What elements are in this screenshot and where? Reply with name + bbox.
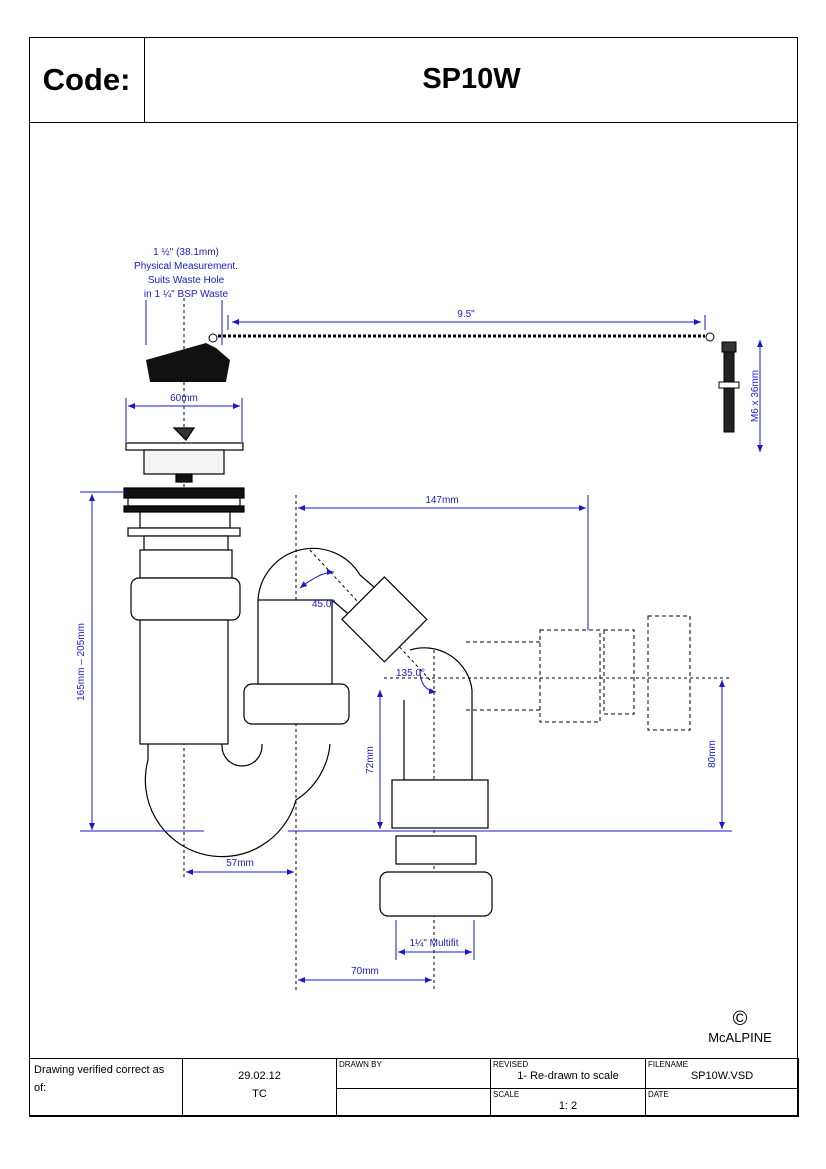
height-72-label: 72mm: [365, 746, 376, 774]
multifit-label: 1¼" Multifit: [409, 937, 458, 949]
code-label: Code:: [29, 37, 145, 123]
trap-body: [144, 547, 493, 917]
copyright: © McALPINE: [702, 1008, 778, 1045]
date-label: DATE: [648, 1090, 669, 1099]
company-name: McALPINE: [708, 1030, 772, 1045]
screw: [718, 341, 740, 433]
chain-length-label: 9.5": [457, 309, 475, 320]
verified-by: TC: [252, 1088, 267, 1100]
angle-135-label: 135.0°: [396, 668, 425, 679]
waste-hole-note-1: 1 ½" (38.1mm): [153, 247, 219, 258]
code-value: SP10W: [145, 37, 798, 123]
revised-label: REVISED: [493, 1060, 529, 1069]
angle-45-label: 45.0°: [312, 599, 335, 610]
scale-value: 1: 2: [558, 1100, 578, 1112]
chain: [218, 332, 715, 342]
verified-label: Drawing verified correct as of:: [29, 1058, 183, 1117]
offset-57-label: 57mm: [226, 858, 254, 869]
alternative-outlet: [466, 615, 691, 731]
filename-label: FILENAME: [648, 1060, 689, 1069]
drawn-by-blank: [336, 1088, 491, 1117]
outlet-offset-label: 147mm: [425, 495, 458, 506]
waste-hole-note-3: Suits Waste Hole: [148, 275, 225, 286]
drawn-by-label: DRAWN BY: [339, 1060, 382, 1069]
date-cell: DATE: [645, 1088, 799, 1117]
waste-width-label: 60mm: [170, 393, 198, 404]
dimension-lines: [80, 300, 763, 983]
scale-cell: SCALE 1: 2: [490, 1088, 646, 1117]
screw-size-label: M6 x 36mm: [750, 370, 761, 422]
verified-date: 29.02.12: [238, 1070, 281, 1082]
filename-value: SP10W.VSD: [690, 1070, 754, 1082]
offset-70-label: 70mm: [351, 966, 379, 977]
waste-hole-note-2: Physical Measurement.: [134, 261, 238, 272]
plug: [146, 333, 230, 382]
verified-cell: 29.02.12 TC: [182, 1058, 337, 1117]
drawn-by-cell: DRAWN BY: [336, 1058, 491, 1089]
scale-label: SCALE: [493, 1090, 520, 1099]
title-block: Drawing verified correct as of: 29.02.12…: [29, 1058, 799, 1117]
copyright-icon: ©: [732, 1008, 748, 1030]
height-range-label: 165mm – 205mm: [76, 623, 87, 701]
waste-hole-note-4: in 1 ¼" BSP Waste: [144, 288, 229, 300]
revised-value: 1- Re-drawn to scale: [517, 1070, 619, 1082]
height-80-label: 80mm: [707, 740, 718, 768]
waste-fitting: [123, 427, 245, 745]
